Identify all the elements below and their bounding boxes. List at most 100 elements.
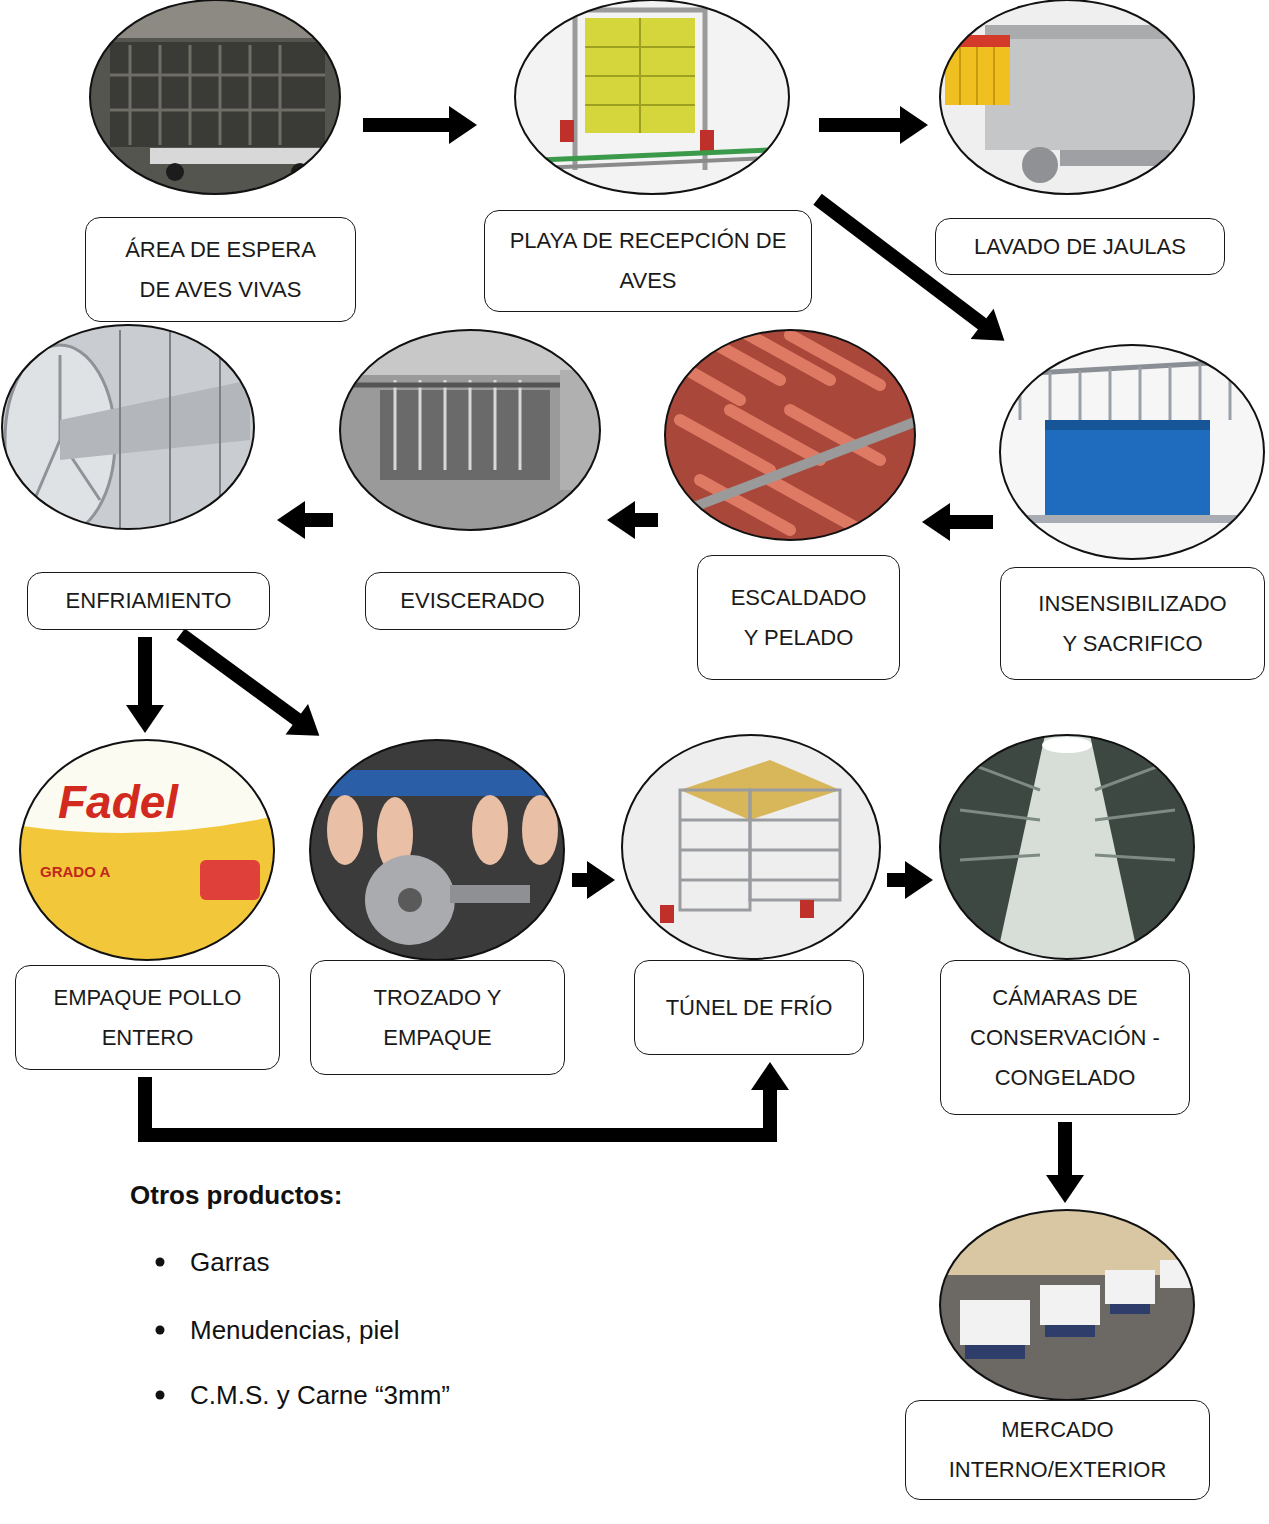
package-grade-holder: GRADO A (40, 862, 110, 882)
label-text-group: LAVADO DE JAULAS (974, 227, 1186, 267)
bullet (156, 1326, 165, 1335)
arrow-shaft (138, 637, 152, 709)
arrow-shaft (946, 515, 993, 529)
arrow-head (900, 106, 928, 144)
arrow-head (607, 501, 635, 539)
label-box: ENFRIAMIENTO (27, 572, 270, 630)
bullet (156, 1258, 165, 1267)
list-heading: Otros productos: (130, 1178, 342, 1212)
process-step: EVISCERADO (340, 330, 600, 630)
flow-arrow (819, 106, 928, 144)
label-text-group: ÁREA DE ESPERA DE AVES VIVAS (113, 230, 328, 310)
arrow-head (277, 501, 305, 539)
chiller-photo (0, 320, 260, 535)
process-step: ENFRIAMIENTO (2, 325, 270, 630)
process-step: MERCADO INTERNO/EXTERIOR (905, 1210, 1210, 1500)
label-text-group: PLAYA DE RECEPCIÓN DE AVES (503, 221, 793, 301)
arrow-head (971, 309, 1005, 341)
step-label: ENFRIAMIENTO (66, 581, 232, 621)
plucker-photo (660, 325, 920, 545)
arrow-shaft (631, 513, 658, 527)
arrow-head (922, 503, 950, 541)
step-label: ÁREA DE ESPERA DE AVES VIVAS (113, 230, 328, 310)
process-step: TROZADO Y EMPAQUE (310, 740, 565, 1075)
arrow-shaft (819, 118, 904, 132)
arrow-shaft (181, 634, 300, 722)
flow-arrow (607, 501, 658, 539)
photo-frame (340, 330, 600, 530)
list-heading-holder: Otros productos: (130, 1178, 342, 1212)
arrow-head (126, 705, 164, 733)
waiting-area-photo (85, 0, 345, 200)
label-text-group: MERCADO INTERNO/EXTERIOR (923, 1410, 1193, 1490)
photo-frame (2, 325, 254, 529)
photo-frame (940, 1210, 1194, 1400)
process-step: INSENSIBILIZADO Y SACRIFICO (1000, 345, 1265, 680)
process-step: CÁMARAS DE CONSERVACIÓN - CONGELADO (940, 735, 1195, 1115)
bullet (156, 1391, 165, 1400)
label-box: LAVADO DE JAULAS (935, 218, 1225, 275)
cold-storage-photo (935, 730, 1200, 965)
step-label: INSENSIBILIZADO Y SACRIFICO (1033, 584, 1233, 664)
step-label: PLAYA DE RECEPCIÓN DE AVES (503, 221, 793, 301)
process-step: LAVADO DE JAULAS (935, 0, 1225, 275)
flow-arrow (887, 861, 933, 899)
photo-frame (940, 735, 1194, 959)
label-box: INSENSIBILIZADO Y SACRIFICO (1000, 567, 1265, 680)
photo-frame (665, 330, 915, 540)
label-box: ÁREA DE ESPERA DE AVES VIVAS (85, 217, 356, 322)
photo-frame (310, 740, 564, 960)
photo-frame (1000, 345, 1264, 559)
step-label: LAVADO DE JAULAS (974, 227, 1186, 267)
step-label: CÁMARAS DE CONSERVACIÓN - CONGELADO (965, 978, 1165, 1098)
process-step: ÁREA DE ESPERA DE AVES VIVAS (85, 0, 356, 322)
label-text-group: ESCALDADO Y PELADO (724, 578, 874, 658)
label-box: TÚNEL DE FRÍO (634, 960, 864, 1055)
step-label: TÚNEL DE FRÍO (666, 988, 833, 1028)
label-box: EVISCERADO (365, 572, 580, 630)
label-text-group: TROZADO Y EMPAQUE (338, 978, 538, 1058)
brand-name: Fadel (58, 772, 178, 832)
arrow-shaft (301, 513, 333, 527)
trucks-photo (935, 1205, 1200, 1405)
label-text-group: CÁMARAS DE CONSERVACIÓN - CONGELADO (965, 978, 1165, 1098)
list-item-holder: Menudencias, piel (190, 1313, 400, 1347)
process-step: PLAYA DE RECEPCIÓN DE AVES (484, 0, 812, 312)
photo-frame (20, 740, 274, 960)
list-item: C.M.S. y Carne “3mm” (190, 1378, 450, 1412)
evisceration-photo (335, 325, 605, 535)
label-text-group: TÚNEL DE FRÍO (666, 988, 833, 1028)
label-box: CÁMARAS DE CONSERVACIÓN - CONGELADO (940, 960, 1190, 1115)
flow-arrow (277, 501, 333, 539)
arrow-shaft (145, 1077, 770, 1135)
list-item: Menudencias, piel (190, 1313, 400, 1347)
whole-chicken-package-photo (15, 735, 280, 965)
label-text-group: INSENSIBILIZADO Y SACRIFICO (1033, 584, 1233, 664)
photo-frame (90, 0, 340, 194)
list-item-holder: C.M.S. y Carne “3mm” (190, 1378, 450, 1412)
flow-arrow (363, 106, 477, 144)
list-item-holder: Garras (190, 1245, 269, 1279)
label-text-group: ENFRIAMIENTO (66, 581, 232, 621)
arrow-shaft (1058, 1122, 1072, 1179)
flow-arrow (922, 503, 993, 541)
flow-arrow (572, 861, 615, 899)
brand-name-holder: Fadel (58, 772, 178, 832)
arrow-head (905, 861, 933, 899)
step-label: EVISCERADO (400, 581, 544, 621)
label-box: MERCADO INTERNO/EXTERIOR (905, 1400, 1210, 1500)
photo-frame (940, 0, 1194, 194)
label-text-group: EMPAQUE POLLO ENTERO (33, 978, 263, 1058)
stunning-photo (995, 340, 1269, 565)
label-box: PLAYA DE RECEPCIÓN DE AVES (484, 210, 812, 312)
arrow-head (1046, 1175, 1084, 1203)
cut-up-photo (305, 735, 570, 965)
step-label: ESCALDADO Y PELADO (724, 578, 874, 658)
step-label: TROZADO Y EMPAQUE (338, 978, 538, 1058)
arrow-head (286, 704, 320, 736)
package-grade: GRADO A (40, 862, 110, 882)
photo-frame (622, 735, 880, 959)
freezing-tunnel-photo (620, 730, 885, 965)
crate-washer-photo (935, 0, 1200, 200)
